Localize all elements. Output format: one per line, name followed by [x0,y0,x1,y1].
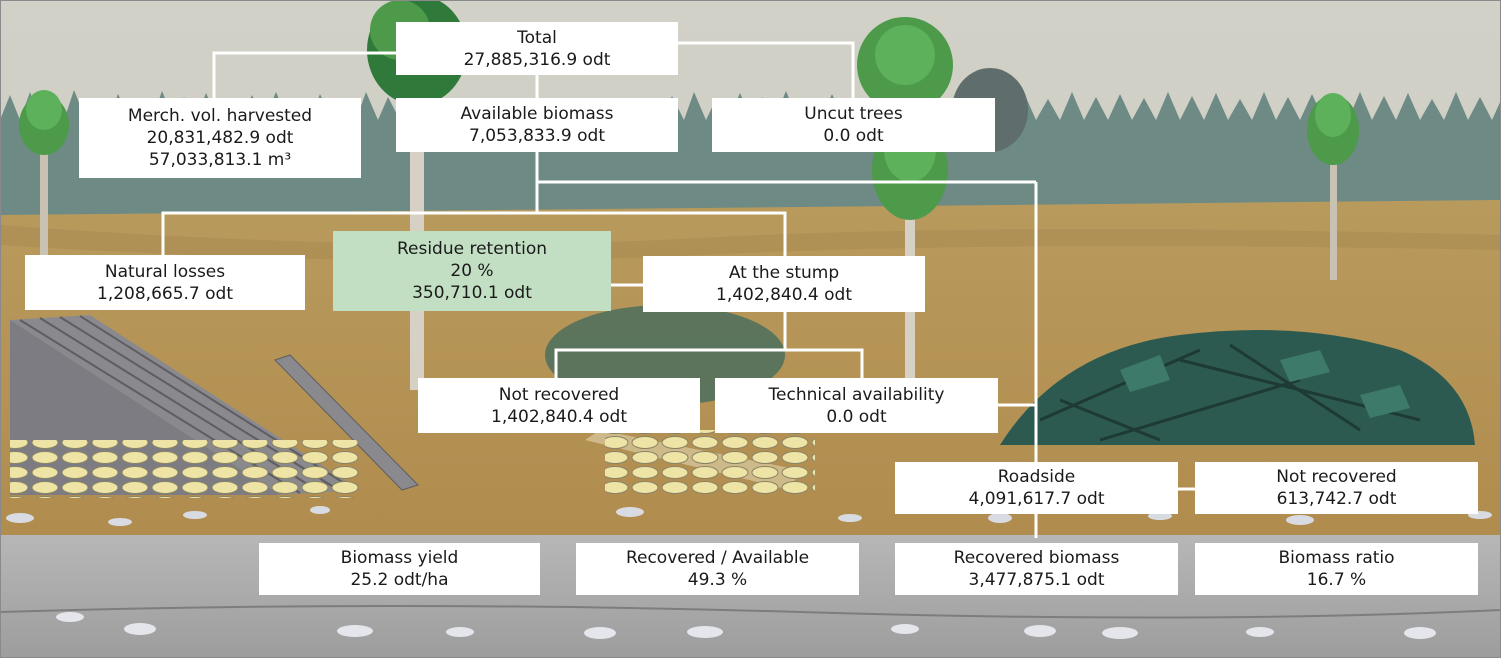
summary-biomass-ratio: Biomass ratio 16.7 % [1195,543,1478,595]
node-technical-availability: Technical availability 0.0 odt [715,378,998,433]
node-stump-title: At the stump [728,263,840,283]
node-merch-title: Merch. vol. harvested [127,106,313,126]
node-natural-losses-value: 1,208,665.7 odt [97,283,233,304]
diagram-connectors [161,41,1195,538]
node-uncut-title: Uncut trees [804,104,903,124]
node-merch-value-m3: 57,033,813.1 m³ [148,150,292,170]
summary-yield-title: Biomass yield [340,548,459,568]
slash-pile [1000,330,1475,445]
node-at-the-stump: At the stump 1,402,840.4 odt [643,256,925,312]
node-available-title: Available biomass [460,104,614,124]
node-merch-harvested: Merch. vol. harvested 20,831,482.9 odt 5… [79,98,361,178]
summary-ratio-title: Biomass ratio [1278,548,1395,568]
summary-recovered-available: Recovered / Available 49.3 % [576,543,859,595]
summary-recovered-available-title: Recovered / Available [625,548,810,568]
node-not-recovered-roadside-title: Not recovered [1276,467,1397,487]
tree-left [19,90,69,270]
node-technical-title: Technical availability [768,384,945,405]
roadside-rocks [6,506,1492,526]
tree-right [1307,93,1359,280]
summary-recovered-biomass: Recovered biomass 3,477,875.1 odt [895,543,1178,595]
summary-recovered-biomass-value: 3,477,875.1 odt [968,570,1105,590]
tree-top-right [857,17,953,113]
node-uncut-trees: Uncut trees 0.0 odt [712,98,995,152]
node-merch-value-odt: 20,831,482.9 odt [146,128,294,148]
summary-biomass-yield: Biomass yield 25.2 odt/ha [259,543,540,595]
node-natural-losses: Natural losses 1,208,665.7 odt [25,255,305,310]
node-stump-value: 1,402,840.4 odt [716,285,852,305]
node-roadside-title: Roadside [997,467,1076,487]
node-not-recovered-roadside: Not recovered 613,742.7 odt [1195,462,1478,514]
node-residue-retention: Residue retention 20 % 350,710.1 odt [333,231,611,311]
node-natural-losses-title: Natural losses [104,261,226,282]
node-residue-value: 350,710.1 odt [412,283,532,303]
node-not-recovered-stump-value: 1,402,840.4 odt [491,406,627,427]
log-pile-left [10,315,419,498]
node-total: Total 27,885,316.9 odt [396,22,678,75]
node-roadside-value: 4,091,617.7 odt [968,489,1105,509]
node-total-title: Total [517,27,557,48]
node-available-value: 7,053,833.9 odt [469,126,605,146]
node-total-value: 27,885,316.9 odt [463,49,611,70]
summary-yield-value: 25.2 odt/ha [350,570,449,590]
road-stones [56,612,1436,639]
node-not-recovered-roadside-value: 613,742.7 odt [1276,489,1397,509]
node-not-recovered-stump-title: Not recovered [498,384,620,405]
summary-recovered-biomass-title: Recovered biomass [953,548,1120,568]
node-available-biomass: Available biomass 7,053,833.9 odt [396,98,678,152]
node-not-recovered-stump: Not recovered 1,402,840.4 odt [418,378,700,433]
summary-ratio-value: 16.7 % [1306,570,1367,590]
node-uncut-value: 0.0 odt [823,126,884,146]
summary-recovered-available-value: 49.3 % [687,570,748,590]
node-residue-title: Residue retention [396,239,548,259]
node-residue-percent: 20 % [450,261,494,281]
node-technical-value: 0.0 odt [826,406,887,427]
node-roadside: Roadside 4,091,617.7 odt [895,462,1178,514]
